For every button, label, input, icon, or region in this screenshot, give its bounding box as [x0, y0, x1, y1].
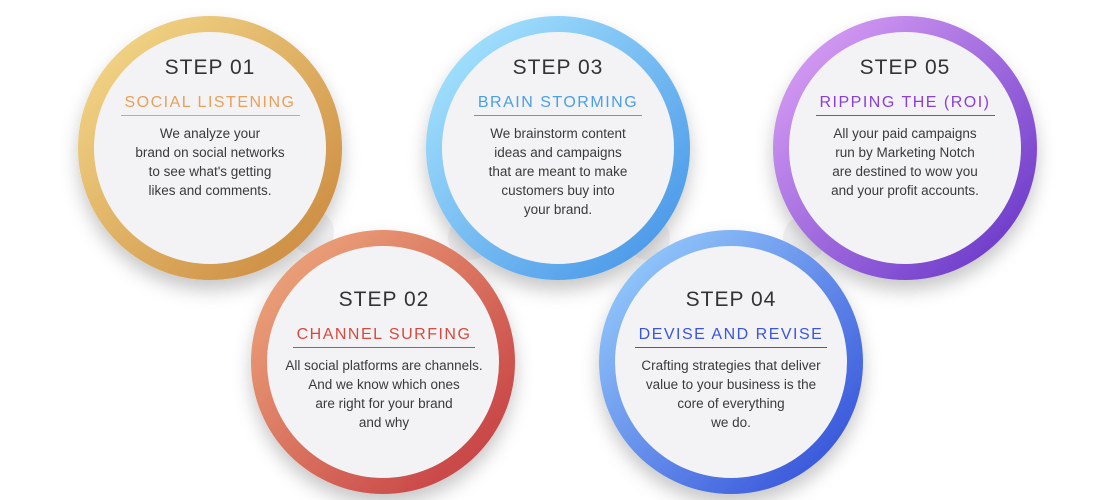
step-02-description: All social platforms are channels. And w… [285, 358, 483, 430]
step-01: STEP 01 SOCIAL LISTENING We analyze your… [95, 56, 325, 200]
step-05-title: STEP 05 [859, 56, 951, 79]
step-02-disc [267, 246, 499, 478]
step-04-title: STEP 04 [685, 288, 777, 311]
step-03-title: STEP 03 [512, 56, 604, 79]
step-03-disc [442, 32, 674, 264]
step-04-name: DEVISE AND REVISE [634, 326, 828, 348]
step-03: STEP 03 BRAIN STORMING We brainstorm con… [443, 56, 673, 219]
step-05-description: All your paid campaigns run by Marketing… [831, 126, 979, 198]
step-02-name: CHANNEL SURFING [292, 326, 476, 348]
step-04-description: Crafting strategies that deliver value t… [641, 358, 821, 430]
step-04-disc [615, 246, 847, 478]
step-05-disc [789, 32, 1021, 264]
step-01-name: SOCIAL LISTENING [120, 94, 300, 116]
step-01-disc [94, 32, 326, 264]
step-04: STEP 04 DEVISE AND REVISE Crafting strat… [616, 288, 846, 432]
step-03-description: We brainstorm content ideas and campaign… [488, 126, 628, 217]
step-05: STEP 05 RIPPING THE (ROI) All your paid … [790, 56, 1020, 200]
step-discs [94, 32, 1021, 478]
step-02: STEP 02 CHANNEL SURFING All social platf… [268, 288, 500, 432]
step-01-title: STEP 01 [164, 56, 256, 79]
step-03-name: BRAIN STORMING [473, 94, 643, 116]
step-01-description: We analyze your brand on social networks… [135, 126, 285, 198]
step-02-title: STEP 02 [338, 288, 430, 311]
step-05-name: RIPPING THE (ROI) [815, 94, 995, 116]
